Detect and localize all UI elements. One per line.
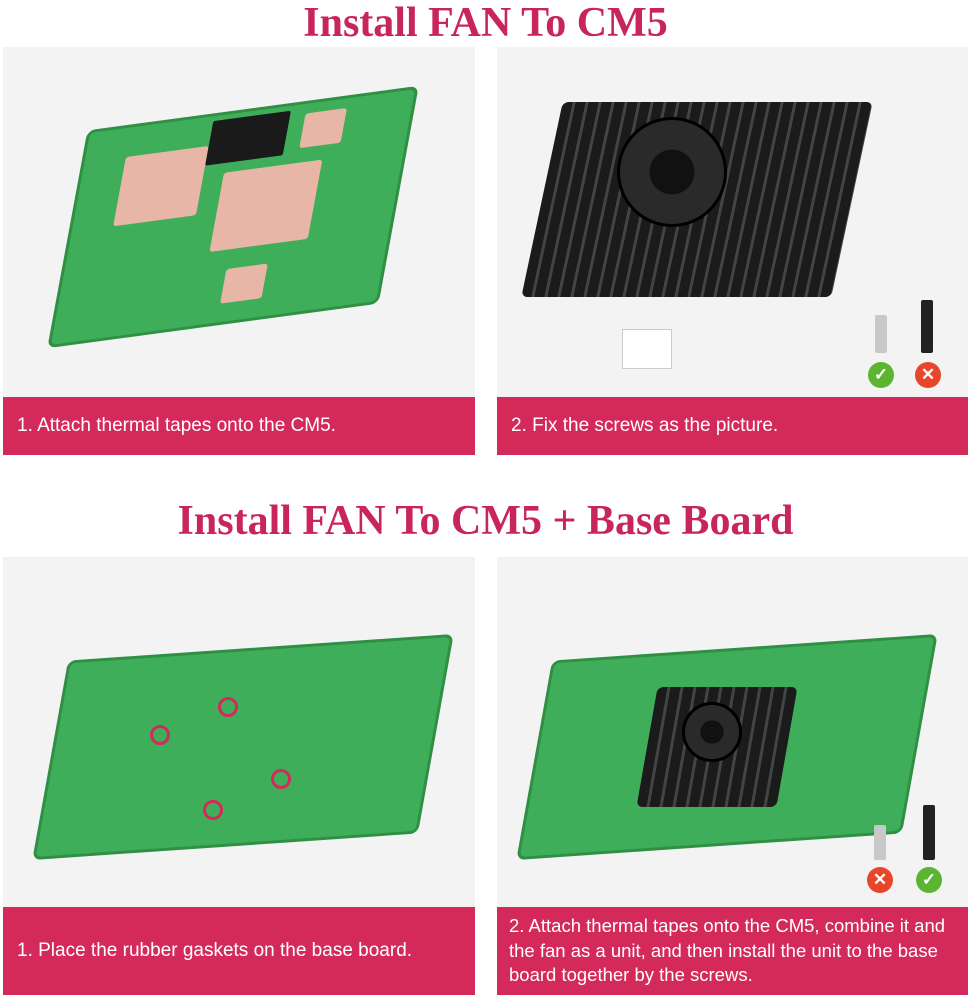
correct-check-icon: ✓ <box>916 867 942 893</box>
correct-check-icon: ✓ <box>868 362 894 388</box>
step-caption: 1. Place the rubber gaskets on the base … <box>3 907 475 995</box>
thermal-pad <box>220 263 268 304</box>
silver-screw-icon <box>875 315 887 353</box>
fan-connector <box>622 329 672 369</box>
gasket-marker <box>271 769 291 789</box>
step-panel-place-gaskets: 1. Place the rubber gaskets on the base … <box>3 557 475 995</box>
cm5-board-image <box>47 85 419 349</box>
step-panel-fix-screws: ✓ ✕ 2. Fix the screws as the picture. <box>497 47 968 455</box>
thermal-pad <box>113 145 209 227</box>
thermal-pad <box>299 108 348 149</box>
silver-screw-icon <box>874 825 886 860</box>
step-panel-attach-tapes: 1. Attach thermal tapes onto the CM5. <box>3 47 475 455</box>
step-panel-install-unit: ✕ ✓ 2. Attach thermal tapes onto the CM5… <box>497 557 968 995</box>
section-title-cm5-base-board: Install FAN To CM5 + Base Board <box>177 498 794 544</box>
fan-icon <box>682 702 742 762</box>
gasket-marker <box>203 800 223 820</box>
black-screw-icon <box>923 805 935 860</box>
wrong-cross-icon: ✕ <box>915 362 941 388</box>
step-caption: 2. Attach thermal tapes onto the CM5, co… <box>497 907 968 995</box>
gasket-marker <box>218 697 238 717</box>
gasket-marker <box>150 725 170 745</box>
step-caption: 2. Fix the screws as the picture. <box>497 397 968 455</box>
thermal-pad <box>209 159 323 253</box>
section-title-cm5: Install FAN To CM5 <box>303 0 668 46</box>
black-screw-icon <box>921 300 933 353</box>
step-caption: 1. Attach thermal tapes onto the CM5. <box>3 397 475 455</box>
fan-icon <box>617 117 727 227</box>
base-board-image <box>32 633 454 861</box>
wrong-cross-icon: ✕ <box>867 867 893 893</box>
soc-chip <box>205 110 291 166</box>
